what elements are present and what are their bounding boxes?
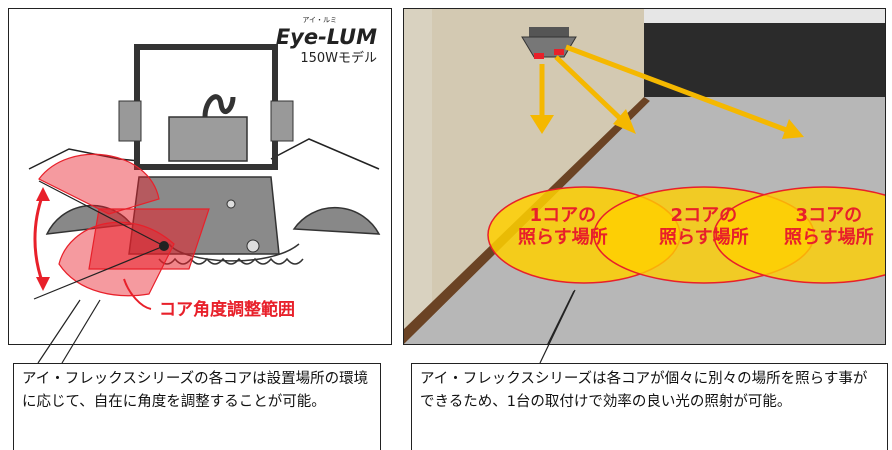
core-3-label-line2: 照らす場所 xyxy=(784,227,874,248)
right-caption: アイ・フレックスシリーズは各コアが個々に別々の場所を照らす事ができるため、1台の… xyxy=(411,363,888,450)
brand-logo-text: Eye-LUM xyxy=(275,25,377,49)
core-1-zone-label: 1コアの 照らす場所 xyxy=(518,205,608,249)
core-2-zone-label: 2コアの 照らす場所 xyxy=(659,205,749,249)
fixture-illustration xyxy=(28,44,381,310)
room-illustration xyxy=(404,9,885,344)
core-1-label-line1: 1コアの xyxy=(529,205,597,226)
core-3-label-line1: 3コアの xyxy=(795,205,863,226)
core-3-zone-label: 3コアの 照らす場所 xyxy=(784,205,874,249)
core-2-label-line2: 照らす場所 xyxy=(659,227,749,248)
core-2-label-line1: 2コアの xyxy=(670,205,738,226)
ceiling-fixture xyxy=(521,27,577,59)
model-text: 150Wモデル xyxy=(300,51,377,66)
left-caption: アイ・フレックスシリーズの各コアは設置場所の環境に応じて、自在に角度を調整するこ… xyxy=(13,363,381,450)
core-1-label-line2: 照らす場所 xyxy=(518,227,608,248)
adjustment-range-label: コア角度調整範囲 xyxy=(159,300,295,320)
brand-small-text: アイ・ルミ xyxy=(302,16,337,24)
core-illumination-panel: 1コアの 照らす場所 2コアの 照らす場所 3コアの 照らす場所 xyxy=(403,8,886,345)
brand-logo: アイ・ルミ Eye-LUM 150Wモデル xyxy=(276,15,377,66)
core-angle-panel: アイ・ルミ Eye-LUM 150Wモデル コア角度調整範囲 xyxy=(8,8,392,345)
